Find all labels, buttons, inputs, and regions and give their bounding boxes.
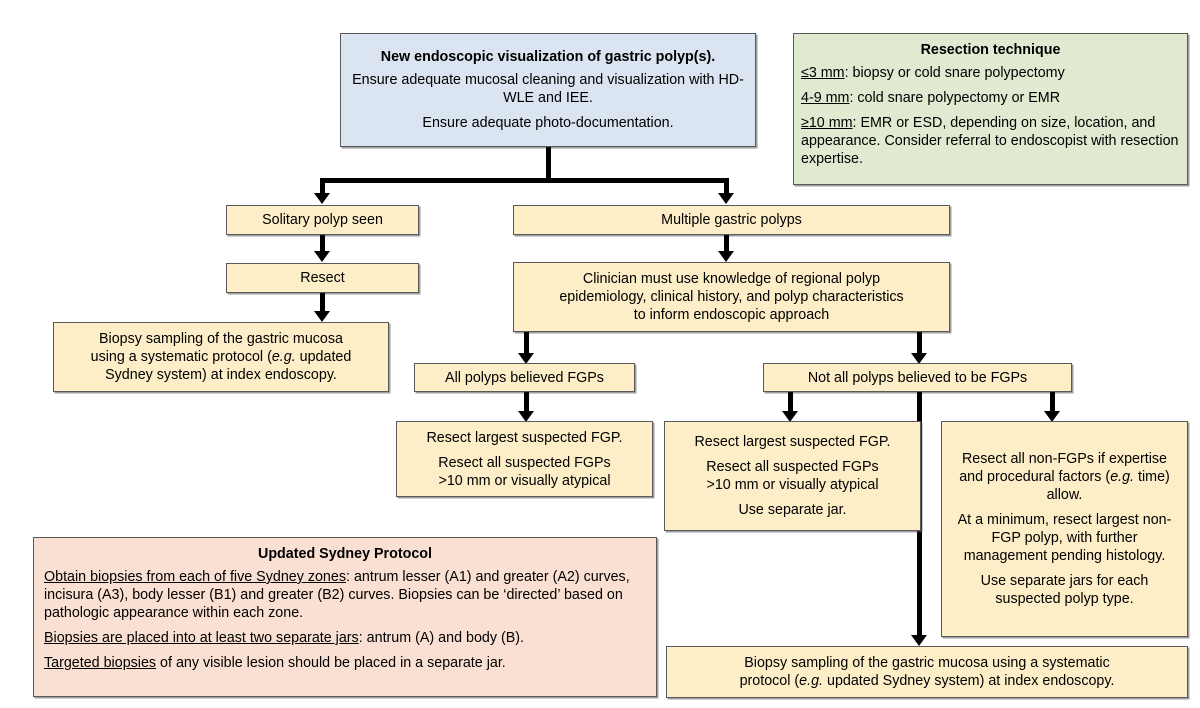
resect-fgp-mid-p1: Resect largest suspected FGP.: [694, 434, 891, 450]
arrowhead-not-all-fgps-to-bottom-biopsy: [911, 635, 927, 646]
sydney-protocol-p2-label: Biopsies are placed into at least two se…: [44, 630, 359, 646]
arrowhead-clinician-to-all-fgps: [518, 353, 534, 364]
resect-fgp-mid-p3: Use separate jar.: [738, 502, 847, 518]
resection-size-2: 4-9 mm: [801, 90, 850, 106]
connector-resect-to-biopsy: [320, 293, 325, 313]
node-clinician-line1: Clinician must use knowledge of regional…: [582, 271, 881, 287]
resect-non-fgp-p3: Use separate jars for each suspected pol…: [980, 573, 1149, 607]
connector-clinician-to-all-fgps: [524, 332, 529, 355]
node-solitary-polyp-label: Solitary polyp seen: [262, 212, 383, 228]
node-solitary-polyp: Solitary polyp seen: [226, 205, 419, 235]
resection-size-1: ≤3 mm: [801, 65, 845, 81]
node-all-fgps: All polyps believed FGPs: [414, 363, 635, 392]
resection-technique-item-1: ≤3 mm: biopsy or cold snare polypectomy: [801, 64, 1180, 82]
node-biopsy-left-line2: using a systematic protocol (e.g. update…: [61, 348, 381, 366]
biopsy-left-eg: e.g.: [271, 349, 296, 365]
biopsy-left-l2a: using a systematic protocol (: [90, 349, 272, 365]
resect-fgp-mid-p2-line1: Resect all suspected FGPs: [706, 459, 879, 475]
resection-text-3: : EMR or ESD, depending on size, locatio…: [801, 115, 1179, 167]
resect-non-fgp-p1b: time) allow.: [1046, 469, 1170, 503]
node-start: New endoscopic visualization of gastric …: [340, 33, 756, 147]
arrowhead-all-fgps-down: [518, 411, 534, 422]
biopsy-bottom-l2b: updated Sydney system) at index endoscop…: [823, 673, 1115, 689]
arrowhead-multiple-to-clinician: [718, 251, 734, 262]
node-sydney-protocol: Updated Sydney Protocol Obtain biopsies …: [33, 537, 657, 697]
node-clinician-line2: epidemiology, clinical history, and poly…: [559, 289, 904, 305]
resect-non-fgp-p1a: Resect all non-FGPs if expertise and pro…: [959, 451, 1167, 485]
sydney-protocol-p3: Targeted biopsies of any visible lesion …: [44, 654, 646, 672]
arrowhead-clinician-to-not-all-fgps: [911, 353, 927, 364]
node-not-all-fgps: Not all polyps believed to be FGPs: [763, 363, 1072, 392]
resect-fgp-left-p2-line1: Resect all suspected FGPs: [438, 454, 611, 471]
node-start-line2: Ensure adequate photo-documentation.: [422, 115, 674, 131]
resection-technique-item-2: 4-9 mm: cold snare polypectomy or EMR: [801, 89, 1180, 107]
node-multiple-polyps: Multiple gastric polyps: [513, 205, 950, 235]
resection-technique-item-3: ≥10 mm: EMR or ESD, depending on size, l…: [801, 114, 1180, 168]
node-multiple-polyps-label: Multiple gastric polyps: [661, 212, 802, 228]
resect-non-fgp-eg: e.g.: [1110, 469, 1135, 485]
node-resect-fgp-mid: Resect largest suspected FGP. Resect all…: [664, 421, 921, 531]
resect-non-fgp-p2: At a minimum, resect largest non-FGP pol…: [957, 512, 1172, 564]
sydney-protocol-title: Updated Sydney Protocol: [258, 546, 432, 562]
biopsy-bottom-eg: e.g.: [799, 673, 824, 689]
arrowhead-not-all-fgps-right-down: [1044, 411, 1060, 422]
node-not-all-fgps-label: Not all polyps believed to be FGPs: [807, 369, 1028, 386]
resect-fgp-left-p2: Resect all suspected FGPs>10 mm or visua…: [404, 454, 645, 490]
node-biopsy-left-line3: Sydney system) at index endoscopy.: [105, 367, 337, 383]
connector-start-stem: [546, 147, 551, 181]
node-biopsy-bottom-line1: Biopsy sampling of the gastric mucosa us…: [744, 655, 1110, 671]
node-biopsy-left: Biopsy sampling of the gastric mucosa us…: [53, 322, 389, 392]
node-clinician-knowledge: Clinician must use knowledge of regional…: [513, 262, 950, 332]
resect-fgp-left-p1: Resect largest suspected FGP.: [426, 429, 623, 446]
resect-fgp-left-p2-line2: >10 mm or visually atypical: [438, 472, 611, 489]
connector-all-fgps-down: [524, 392, 529, 414]
arrowhead-solitary-to-resect: [314, 251, 330, 262]
node-start-line1: Ensure adequate mucosal cleaning and vis…: [352, 72, 744, 106]
arrowhead-not-all-fgps-left-down: [782, 411, 798, 422]
connector-not-all-fgps-left-down: [788, 392, 793, 414]
node-biopsy-left-line1: Biopsy sampling of the gastric mucosa: [99, 331, 343, 347]
sydney-protocol-p2-text: : antrum (A) and body (B).: [358, 630, 524, 646]
resection-text-1: : biopsy or cold snare polypectomy: [844, 65, 1065, 81]
biopsy-bottom-l2a: protocol (: [739, 673, 800, 689]
arrowhead-to-multiple: [718, 193, 734, 204]
connector-to-solitary: [320, 178, 325, 195]
resection-technique-title: Resection technique: [920, 42, 1061, 58]
node-resect-non-fgp: Resect all non-FGPs if expertise and pro…: [941, 421, 1188, 637]
node-resect: Resect: [226, 263, 419, 293]
node-resect-label: Resect: [300, 270, 345, 286]
sydney-protocol-p1: Obtain biopsies from each of five Sydney…: [44, 568, 646, 622]
biopsy-left-l2b: updated: [295, 349, 352, 365]
connector-to-multiple: [724, 178, 729, 195]
node-resection-technique: Resection technique ≤3 mm: biopsy or col…: [793, 33, 1188, 185]
connector-multiple-to-clinician: [724, 235, 729, 252]
sydney-protocol-p1-label: Obtain biopsies from each of five Sydney…: [44, 569, 346, 585]
resection-text-2: : cold snare polypectomy or EMR: [849, 90, 1061, 106]
resect-fgp-mid-p2-line2: >10 mm or visually atypical: [706, 477, 879, 493]
sydney-protocol-p1-text: : antrum lesser (A1) and greater (A2) cu…: [44, 569, 630, 621]
node-clinician-line3: to inform endoscopic approach: [633, 307, 830, 323]
resect-fgp-mid-p2: Resect all suspected FGPs >10 mm or visua…: [672, 458, 913, 494]
connector-solitary-to-resect: [320, 235, 325, 252]
resect-non-fgp-p1: Resect all non-FGPs if expertise and pro…: [949, 450, 1180, 504]
connector-not-all-fgps-right-down: [1050, 392, 1055, 414]
sydney-protocol-p3-text: of any visible lesion should be placed i…: [156, 655, 506, 671]
node-resect-fgp-left: Resect largest suspected FGP. Resect all…: [396, 421, 653, 497]
connector-clinician-to-not-all-fgps: [917, 332, 922, 355]
sydney-protocol-p2: Biopsies are placed into at least two se…: [44, 629, 646, 647]
node-biopsy-bottom: Biopsy sampling of the gastric mucosa us…: [666, 646, 1188, 698]
arrowhead-resect-to-biopsy: [314, 311, 330, 322]
node-biopsy-bottom-line2: protocol (e.g. updated Sydney system) at…: [674, 672, 1180, 690]
sydney-protocol-p3-label: Targeted biopsies: [44, 655, 157, 671]
resection-size-3: ≥10 mm: [801, 115, 853, 131]
node-start-title: New endoscopic visualization of gastric …: [380, 49, 716, 65]
connector-top-tbar: [320, 178, 729, 183]
node-all-fgps-label: All polyps believed FGPs: [445, 369, 604, 386]
arrowhead-to-solitary: [314, 193, 330, 204]
